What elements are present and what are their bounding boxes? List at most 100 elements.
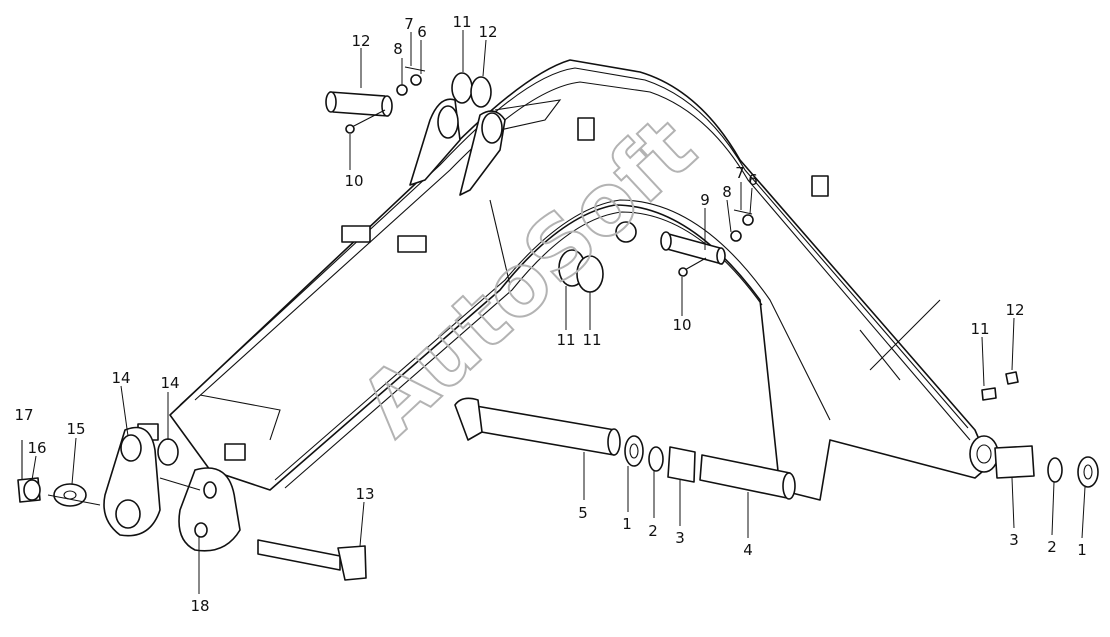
boom-web-line (489, 199, 511, 286)
pin-9-end-2 (716, 247, 726, 265)
callout-13: 13 (355, 485, 374, 503)
boom-boss (615, 221, 637, 243)
nose-pin-bore (194, 522, 208, 538)
bolt-10-top-head (345, 124, 355, 134)
loose-parts (17, 66, 1099, 581)
clamp-6 (224, 443, 246, 461)
pin-boss-top-2 (481, 112, 503, 144)
top-plate (494, 99, 562, 131)
leader-12b (482, 39, 487, 77)
callout-1b: 1 (1077, 541, 1087, 559)
callout-2a: 2 (648, 522, 658, 540)
callout-11c: 11 (582, 331, 601, 349)
nose-bore (115, 499, 141, 529)
boom-inner-flange (274, 199, 831, 481)
washer-1-center (624, 435, 644, 467)
clamp-4 (811, 175, 829, 197)
leader-3b (1011, 477, 1015, 529)
callout-10b: 10 (672, 316, 691, 334)
callout-9: 9 (700, 191, 710, 209)
callout-8a: 8 (393, 40, 403, 58)
pin-12-top-end (325, 91, 337, 113)
callout-4: 4 (743, 541, 753, 559)
ring-2-right (1047, 457, 1063, 483)
callout-11a: 11 (452, 13, 471, 31)
cotter-7-mid (733, 209, 753, 215)
boom-side-line-2 (859, 329, 901, 381)
bushing-3-center (667, 446, 696, 483)
boom-side-line (199, 394, 281, 441)
leader-15 (71, 437, 77, 485)
bolt-10-mid-head (678, 267, 688, 277)
pin-5-end (607, 428, 621, 456)
nose-boss-2 (157, 438, 179, 466)
washer-1-right (1077, 456, 1099, 488)
callout-1a: 1 (622, 515, 632, 533)
leader-2b (1051, 481, 1055, 536)
pin-5-head (454, 397, 483, 441)
nose-boss-1 (120, 434, 142, 462)
pin-5 (469, 404, 616, 456)
axis-line-left (47, 494, 101, 506)
pin-13 (257, 539, 341, 571)
callout-12a: 12 (351, 32, 370, 50)
callout-3b: 3 (1009, 531, 1019, 549)
callout-8b: 8 (722, 183, 732, 201)
callout-11b: 11 (556, 331, 575, 349)
leader-1b (1081, 486, 1086, 539)
callout-7a: 7 (404, 15, 414, 33)
callout-5: 5 (578, 504, 588, 522)
leader-16 (31, 455, 37, 481)
washer-1-center-bore (629, 443, 639, 459)
callouts: 12 8 7 6 11 12 10 9 8 7 6 10 11 11 11 12… (14, 13, 1086, 615)
callout-16: 16 (27, 439, 46, 457)
boom-outline (169, 59, 991, 501)
callout-3a: 3 (675, 529, 685, 547)
cotter-7-top (404, 66, 426, 72)
callout-6b: 6 (748, 171, 758, 189)
nut-16-face (23, 479, 41, 501)
clamp-1 (341, 225, 371, 243)
shim-12-top (470, 76, 492, 108)
callout-15: 15 (66, 420, 85, 438)
clamp-2 (397, 235, 427, 253)
callout-17: 17 (14, 406, 33, 424)
nose-pin-line (159, 477, 201, 491)
bushing-4-end (782, 472, 796, 500)
nose-small-bore (203, 481, 217, 499)
callout-14a: 14 (111, 369, 130, 387)
washer-8-mid (730, 230, 742, 242)
boom-nose (103, 426, 241, 552)
callout-10a: 10 (344, 172, 363, 190)
nut-6-mid (742, 214, 754, 226)
shim-11-top (451, 72, 473, 104)
callout-14b: 14 (160, 374, 179, 392)
pin-boss-top (437, 105, 459, 139)
leader-13 (359, 501, 365, 547)
pin-12-right (1005, 371, 1019, 385)
callout-2b: 2 (1047, 538, 1057, 556)
ring-2-center (648, 446, 664, 472)
leader-lines (31, 30, 1086, 594)
leader-11d (981, 336, 985, 387)
callout-6a: 6 (417, 23, 427, 41)
washer-1-right-bore (1083, 464, 1093, 480)
bushing-3-right (994, 445, 1035, 479)
washer-15 (53, 483, 87, 507)
foot-boss (969, 435, 999, 473)
callout-12b: 12 (478, 23, 497, 41)
nut-6-top (410, 74, 422, 86)
pin-13-head (337, 545, 367, 581)
fitting-11-right (981, 387, 997, 401)
callout-12c: 12 (1005, 301, 1024, 319)
washer-8-top (396, 84, 408, 96)
nose-plate-right (178, 467, 241, 552)
foot-boss-bore (976, 444, 992, 464)
bolt-10-mid (682, 257, 707, 272)
leader-14a (120, 385, 129, 437)
pin-12-top-end-2 (381, 95, 393, 117)
callout-7b: 7 (735, 164, 745, 182)
leader-8b (726, 199, 732, 233)
